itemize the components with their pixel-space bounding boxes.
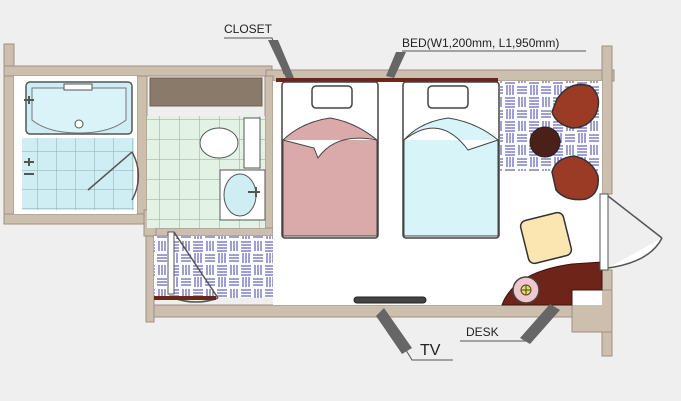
desk-chair <box>519 211 573 265</box>
outer-wall-bottom-bath <box>3 213 153 225</box>
callout-closet-arrow <box>268 40 294 78</box>
callouts: CLOSET BED(W1,200mm, L1,950mm) TV DESK <box>224 22 586 361</box>
bathroom <box>14 76 140 214</box>
callout-bed-arrow <box>386 52 406 78</box>
callout-tv-arrow <box>376 308 412 354</box>
label-closet: CLOSET <box>224 22 273 36</box>
desk-lamp-cross <box>521 285 531 295</box>
room-door <box>607 195 663 269</box>
shower-faucet-icon <box>24 158 34 175</box>
sink-faucet-icon <box>248 187 260 197</box>
bed-left-pillow <box>311 85 353 109</box>
wall-toilet-bottom <box>146 227 274 237</box>
bed-left-fold <box>282 137 378 160</box>
wall-toilet-right <box>264 75 274 237</box>
toilet-tank <box>243 117 261 169</box>
armchair-bottom <box>551 155 599 201</box>
label-bed: BED(W1,200mm, L1,950mm) <box>402 36 559 50</box>
bed-right-pillow <box>427 85 469 109</box>
label-tv: TV <box>420 342 441 359</box>
label-desk: DESK <box>466 325 499 339</box>
bed-left-duvet <box>282 117 378 237</box>
bed-right-fold <box>403 127 499 151</box>
bath-faucet-icon <box>24 96 34 104</box>
entry-door-frame <box>167 231 175 295</box>
callout-desk-arrow <box>520 304 560 344</box>
bathtub-handle <box>63 83 93 91</box>
toilet-room <box>147 77 266 228</box>
entry <box>154 231 278 303</box>
outer-wall-top-bath <box>3 65 273 77</box>
bathtub-rim <box>31 87 127 134</box>
side-table <box>529 126 561 158</box>
sink-basin <box>223 173 257 217</box>
armchair-top <box>551 83 600 129</box>
shower-door <box>87 151 140 201</box>
closet-shelf-bath <box>149 77 263 107</box>
closet-rail <box>276 78 498 82</box>
tv <box>353 296 427 304</box>
entry-parquet <box>154 236 278 298</box>
outer-wall-left-room <box>145 235 155 323</box>
room-door-frame <box>599 193 609 271</box>
bedroom <box>273 78 663 306</box>
toilet-bowl <box>199 127 239 159</box>
shower-tiles <box>22 138 134 210</box>
outer-wall-right-top <box>601 45 613 195</box>
bathtub-drain <box>74 119 84 129</box>
wall-between-bath-toilet <box>136 75 148 215</box>
entry-threshold <box>154 296 216 300</box>
